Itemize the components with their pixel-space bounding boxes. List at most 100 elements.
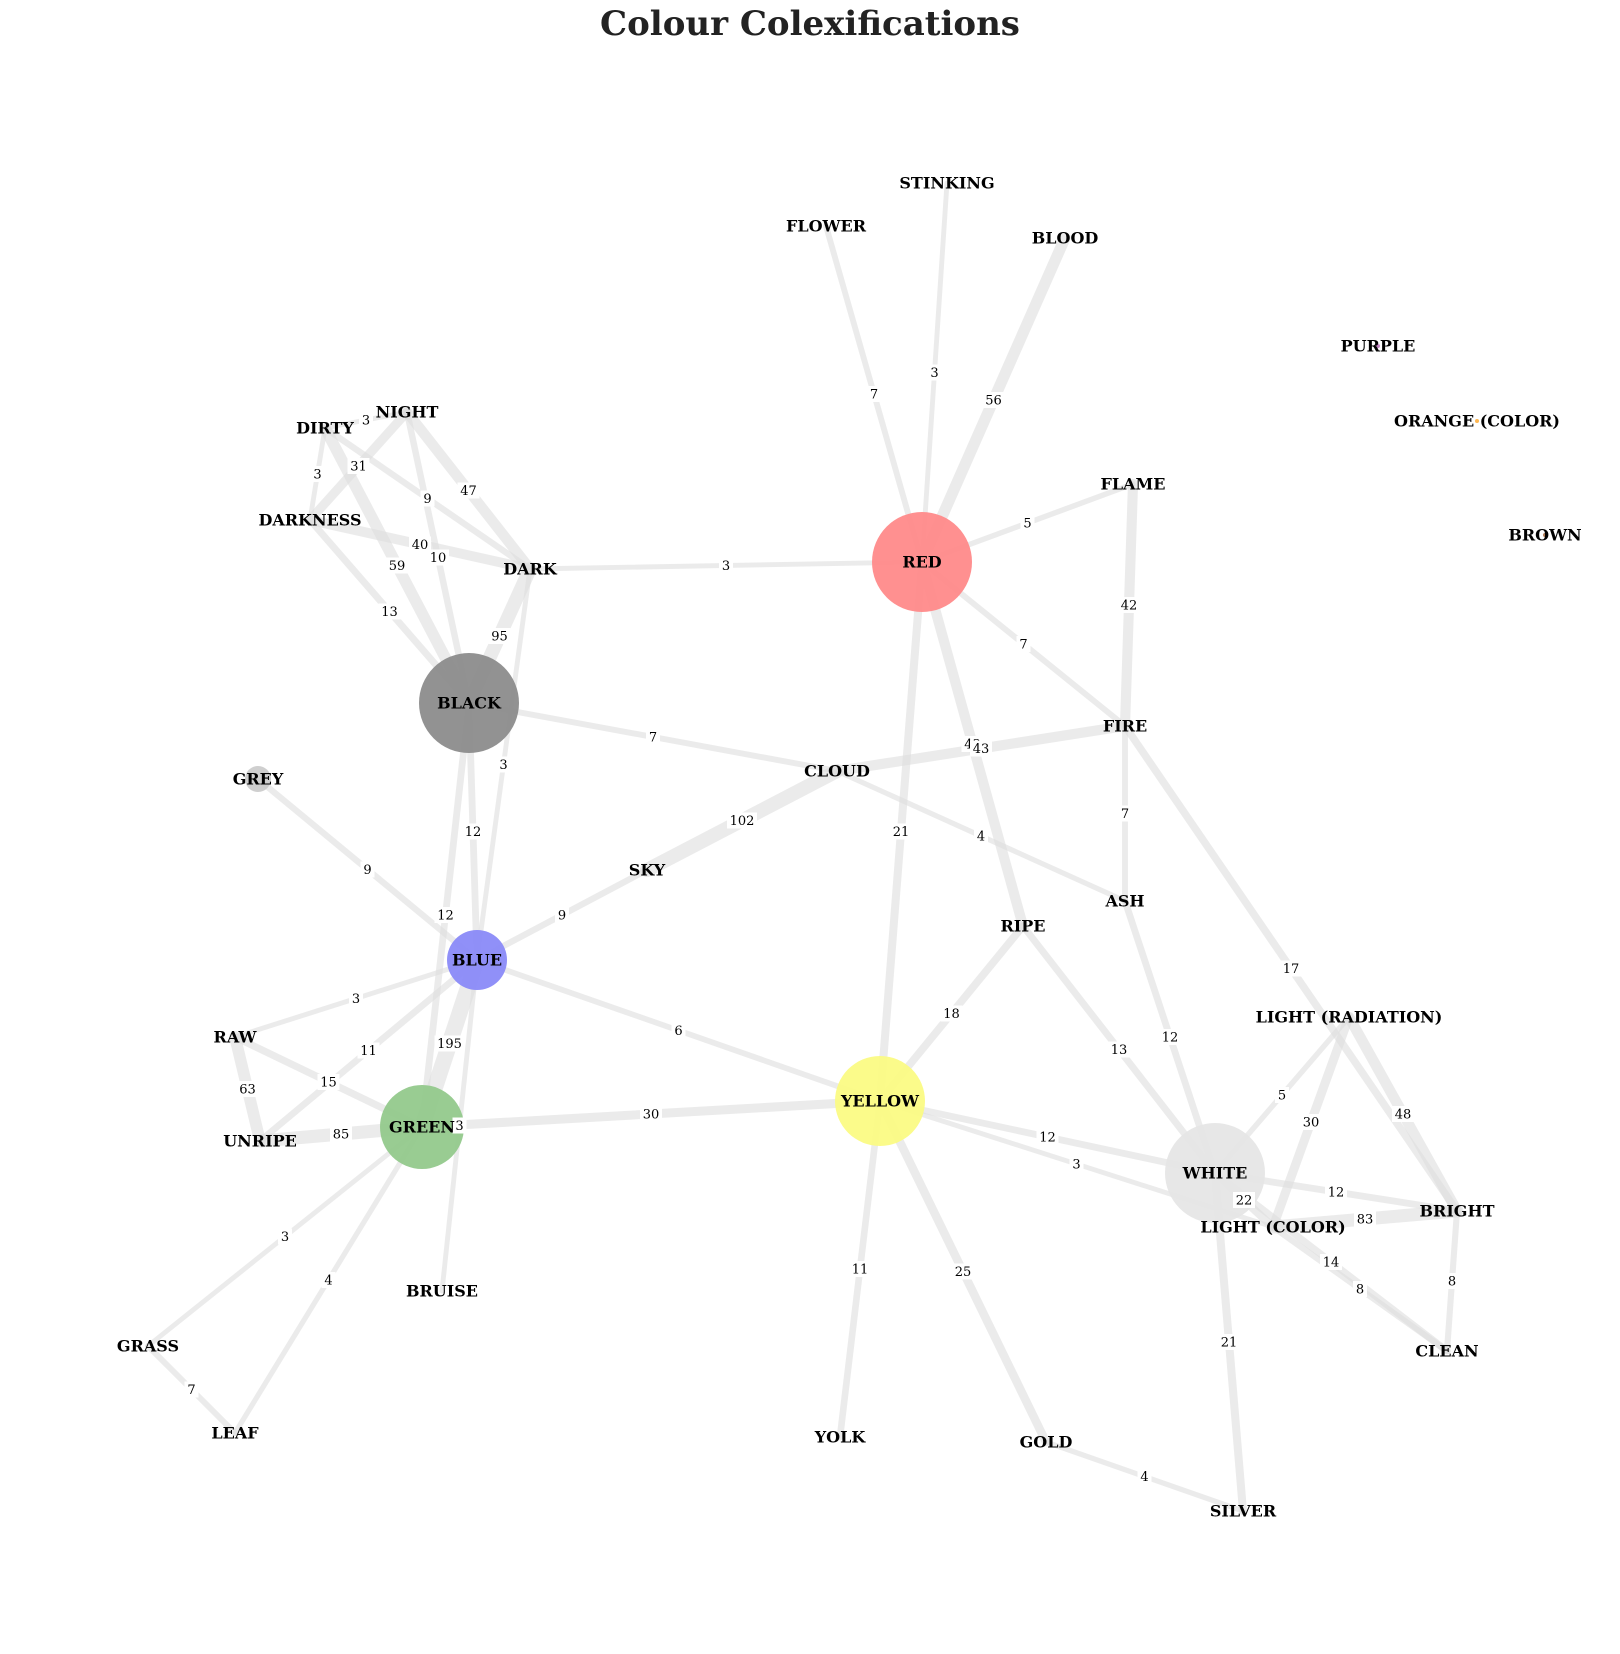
edge-weight-text: 30 [643, 1108, 660, 1123]
edge-weight-text: 63 [239, 1083, 256, 1098]
edge-weight-text: 11 [360, 1044, 377, 1059]
edge-weight-label-bg [970, 740, 992, 757]
edge-weight-label-bg [927, 364, 942, 381]
edge-weight-text: 47 [460, 484, 477, 499]
edge-weight-text: 3 [499, 758, 507, 773]
node-label-night: NIGHT [376, 403, 439, 422]
node-label-fire: FIRE [1103, 717, 1147, 736]
edge-weight-label: 59 [386, 557, 408, 574]
edge-weight-label: 43 [970, 740, 992, 757]
edge-weight-label-bg [347, 458, 370, 474]
edge-weight-text: 25 [955, 1265, 972, 1280]
edge-weight-label: 13 [1108, 1041, 1130, 1058]
edge-weight-text: 56 [985, 394, 1002, 409]
node-label-light-radiation: LIGHT (RADIATION) [1256, 1008, 1443, 1027]
edge-weight-label-bg [317, 1074, 340, 1090]
edge-weight-text: 5 [1278, 1089, 1286, 1104]
node-label-yolk: YOLK [814, 1428, 867, 1447]
edge-weight-label-bg [434, 1035, 465, 1052]
edge-weight-label: 21 [1218, 1334, 1240, 1351]
edge-weight-label: 13 [378, 603, 401, 620]
edge-weight-text: 3 [281, 1230, 289, 1245]
node-label-green: GREEN [389, 1118, 455, 1137]
node-layer [245, 344, 1547, 1223]
edge-weight-label-bg [386, 557, 408, 574]
node-label-flower: FLOWER [786, 217, 867, 236]
edge-weight-label: 17 [1280, 960, 1302, 977]
edge-weight-label: 30 [1300, 1114, 1322, 1131]
edge-weight-label: 11 [849, 1261, 871, 1278]
edge-weight-label: 42 [1118, 597, 1140, 614]
edge-weight-label-bg [434, 907, 457, 923]
edge-weight-label: 3 [310, 466, 325, 483]
edge-weight-label: 3 [452, 1117, 467, 1134]
node-label-darkness: DARKNESS [258, 511, 361, 530]
node-circle-orange-color [1475, 419, 1479, 423]
edge-weight-text: 12 [465, 825, 482, 840]
edge-weight-label: 85 [330, 1126, 352, 1143]
node-label-leaf: LEAF [211, 1424, 259, 1443]
edge-weight-label-bg [555, 907, 569, 923]
edge-weight-label-bg [867, 386, 881, 402]
edge-weight-text: 95 [491, 630, 508, 645]
edge-weight-label: 30 [640, 1106, 662, 1123]
edge-weight-text: 3 [352, 992, 360, 1007]
edge-weight-label: 4 [1137, 1468, 1152, 1485]
edge-weight-text: 12 [437, 909, 454, 924]
edge-weight-label: 9 [555, 907, 569, 924]
edge-weight-text: 3 [362, 414, 370, 429]
edge-weight-label-bg [1300, 1114, 1322, 1130]
edge-weight-label-bg [1325, 1184, 1347, 1200]
edge-weight-label: 7 [867, 386, 881, 403]
node-circle-red [872, 512, 972, 612]
edge-weight-label: 40 [409, 536, 431, 553]
node-label-layer: REDBLACKBLUEGREENYELLOWWHITEGREYPURPLEOR… [117, 174, 1582, 1521]
node-label-orange-color: ORANGE (COLOR) [1394, 412, 1560, 431]
edge-weight-label: 3 [927, 364, 942, 381]
edge-weight-label-bg [640, 1106, 662, 1122]
edge-weight-label-bg [462, 823, 484, 840]
edge-weight-label: 22 [1233, 1192, 1255, 1209]
edge-weight-label: 12 [1159, 1029, 1181, 1046]
edge-weight-label-bg [360, 861, 375, 878]
node-label-flame: FLAME [1101, 475, 1166, 494]
edge-weight-label-bg [1016, 636, 1031, 652]
edge-weight-label: 25 [952, 1263, 974, 1280]
edge-weight-label-bg [378, 603, 401, 620]
node-label-light-color: LIGHT (COLOR) [1200, 1218, 1345, 1237]
edge-weight-label: 18 [940, 1005, 963, 1022]
chart-title: Colour Colexifications [600, 4, 1020, 44]
edge-weight-text: 59 [389, 559, 406, 574]
edge-weight-label: 48 [1392, 1106, 1414, 1123]
node-label-red: RED [902, 553, 941, 572]
node-label-raw: RAW [214, 1028, 258, 1047]
edge-weight-label-bg [1354, 1211, 1376, 1227]
edge-weight-text: 7 [1019, 638, 1027, 653]
edge-weight-text: 8 [1448, 1275, 1456, 1290]
edge-weight-text: 12 [1328, 1186, 1345, 1201]
edge-weight-label-bg [671, 1022, 686, 1039]
edge-weight-label-bg [457, 482, 480, 499]
edge-weight-text: 11 [852, 1263, 869, 1278]
edge-weight-text: 15 [320, 1076, 337, 1091]
edge-weight-label: 10 [427, 549, 449, 566]
edge-weight-label: 3 [359, 412, 373, 429]
edge-layer [145, 180, 1464, 1516]
edge-weight-label: 9 [360, 861, 375, 878]
edge-weight-label: 11 [357, 1042, 380, 1059]
node-label-blue: BLUE [452, 951, 502, 970]
edge-weight-label-bg [890, 823, 912, 840]
node-circle-yellow [835, 1056, 925, 1146]
edge-weight-label-bg [184, 1381, 199, 1398]
node-label-dirty: DIRTY [296, 419, 354, 438]
edge-weight-text: 40 [412, 538, 429, 553]
node-label-ash: ASH [1104, 892, 1144, 911]
edge-weight-label: 12 [434, 907, 457, 924]
node-circle-grey [245, 766, 271, 792]
node-label-unripe: UNRIPE [223, 1132, 297, 1151]
edge-weight-text: 12 [1039, 1131, 1056, 1146]
edge-weight-label-bg [357, 1042, 380, 1059]
edge-weight-text: 43 [973, 742, 990, 757]
edge-weight-text: 13 [381, 605, 398, 620]
